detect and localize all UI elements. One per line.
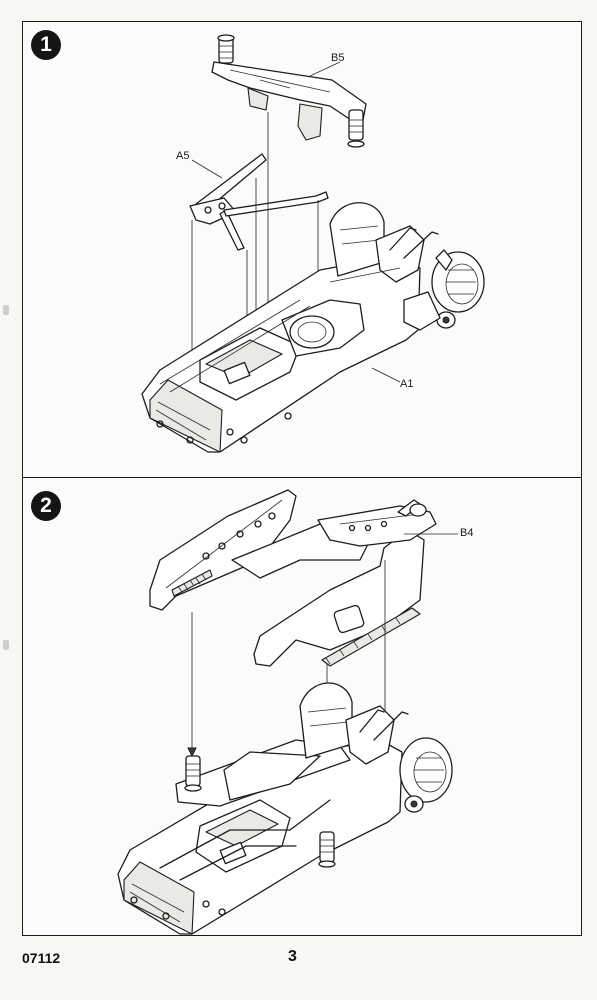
binder-hole-mark [3,305,9,315]
part-label-b4: B4 [460,527,474,539]
part-label-b5: B5 [331,52,345,64]
part-label-a5: A5 [176,150,190,162]
part-label-a1: A1 [400,378,414,390]
binder-hole-mark [3,640,9,650]
step-1-badge: 1 [31,30,61,60]
page-number: 3 [288,948,297,965]
part-a1-drawing [141,202,485,453]
part-b5-drawing [211,34,367,148]
part-chassis-step-2-drawing [117,682,453,935]
kit-code: 07112 [22,950,61,966]
step-2-badge: 2 [31,491,61,521]
part-a5-drawing [189,153,329,251]
step-divider [22,477,582,478]
part-b4-drawing [149,489,437,667]
